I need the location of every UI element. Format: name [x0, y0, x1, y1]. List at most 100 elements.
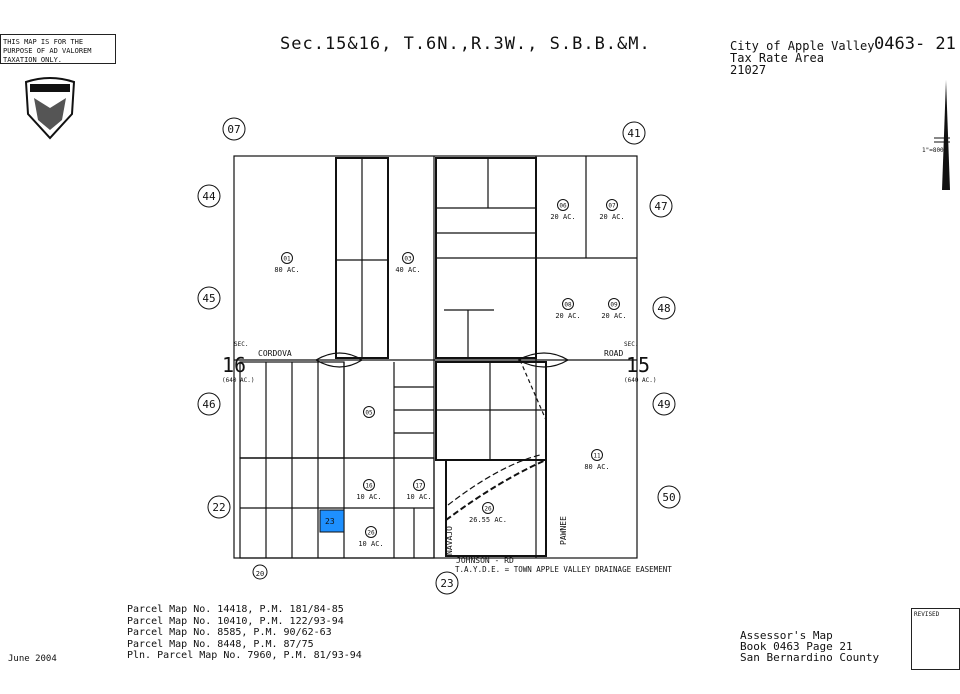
map-date: June 2004: [8, 654, 57, 664]
taxation-notice: THIS MAP IS FOR THE PURPOSE OF AD VALORE…: [0, 34, 116, 64]
parcel-label[interactable]: 26 10 AC.: [358, 526, 384, 549]
tax-rate-area: City of Apple Valley Tax Rate Area 21027: [730, 40, 875, 76]
cordova-road-label: CORDOVA: [258, 349, 292, 358]
parcel-acres: 10 AC.: [406, 493, 431, 501]
parcel-label[interactable]: 08 20 AC.: [555, 298, 581, 321]
adjacent-page-number: 07: [227, 123, 240, 136]
assessor-block: Assessor's Map Book 0463 Page 21 San Ber…: [740, 630, 879, 663]
parcel-acres: 20 AC.: [555, 312, 580, 320]
adjacent-page-marker[interactable]: 47: [649, 194, 673, 218]
parcel-map-references: Parcel Map No. 14418, P.M. 181/84-85 Par…: [127, 604, 362, 662]
adjacent-page-number: 44: [202, 190, 216, 203]
city-name: City of Apple Valley: [730, 39, 875, 53]
parcel-acres: 26.55 AC.: [469, 516, 507, 524]
highlighted-parcel[interactable]: [319, 509, 345, 533]
parcel-label[interactable]: 17 10 AC.: [406, 479, 432, 502]
section-15-label: SEC.: [624, 341, 638, 348]
parcel-number: 01: [283, 256, 291, 263]
johnson-road-label: JOHNSON - RD: [456, 556, 514, 565]
adjacent-page-number: 22: [212, 501, 225, 514]
adjacent-page-number: 23: [440, 577, 453, 590]
parcel-label[interactable]: 09 20 AC.: [601, 298, 627, 321]
map-title: Sec.15&16, T.6N.,R.3W., S.B.B.&M.: [280, 34, 651, 54]
parcel-acres: 20 AC.: [550, 213, 575, 221]
assessor-county: San Bernardino County: [740, 651, 880, 664]
adjacent-page-marker[interactable]: 22: [207, 495, 231, 519]
parcel-map-ref: Pln. Parcel Map No. 7960, P.M. 81/93-94: [127, 650, 362, 661]
adjacent-page-number: 46: [202, 398, 215, 411]
parcel-label[interactable]: 16 10 AC.: [356, 479, 382, 502]
revised-box: REVISED: [911, 608, 960, 670]
adjacent-page-marker[interactable]: 44: [197, 184, 221, 208]
parcel-number: 06: [559, 203, 567, 210]
adjacent-page-marker[interactable]: 45: [197, 286, 221, 310]
parcel-number: 17: [415, 483, 423, 490]
revised-label: REVISED: [914, 611, 940, 618]
adjacent-page-marker[interactable]: 49: [652, 392, 676, 416]
assessor-book-page: Book 0463 Page 21: [740, 640, 853, 653]
parcel-acres: 80 AC.: [274, 266, 299, 274]
parcel-labels: 01 80 AC. 03 40 AC. 05 06 20 AC. 07 20 AC. 08 20 A…: [274, 199, 627, 549]
parcel-map-ref: Parcel Map No. 8585, P.M. 90/62-63: [127, 627, 332, 638]
adjacent-page-marker[interactable]: 46: [197, 392, 221, 416]
assessor-title: Assessor's Map: [740, 629, 833, 642]
navajo-road-label: NAVAJO: [445, 526, 454, 555]
section-16-number: 16: [222, 353, 246, 377]
adjacent-page-number: 49: [657, 398, 670, 411]
parcel-number: 07: [608, 203, 616, 210]
pawnee-road-label: PAWNEE: [559, 516, 568, 545]
adjacent-page-number: 48: [657, 302, 670, 315]
page-number: 0463- 21: [874, 34, 956, 54]
section-16-label: SEC.: [234, 341, 248, 348]
easement-note: T.A.Y.D.E. = TOWN APPLE VALLEY DRAINAGE …: [455, 565, 672, 574]
parcel-number: 11: [593, 453, 601, 460]
parcel-number: 26: [484, 506, 492, 513]
adjacent-page-number: 50: [662, 491, 675, 504]
parcel-number: 03: [404, 256, 412, 263]
parcel-number: 16: [365, 483, 373, 490]
north-arrow-icon: 1"=800': [922, 80, 950, 190]
scale-label: 1"=800': [922, 147, 947, 154]
parcel-acres: 80 AC.: [584, 463, 609, 471]
section-boundaries: [233, 155, 638, 559]
adjacent-page-marker[interactable]: 50: [657, 485, 681, 509]
parcel-number: 08: [564, 302, 572, 309]
road-label: ROAD: [604, 349, 623, 358]
parcel-label[interactable]: 01 80 AC.: [274, 252, 300, 275]
adjacent-page-number: 45: [202, 292, 215, 305]
parcel-label[interactable]: 26 26.55 AC.: [469, 502, 507, 525]
adjacent-page-number: 41: [627, 127, 640, 140]
county-seal-icon: [24, 77, 76, 140]
tax-rate-label: Tax Rate Area: [730, 51, 824, 65]
parcel-number: 26: [367, 530, 375, 537]
adjacent-page-number: 20: [256, 570, 264, 578]
section-16-acres: (640 AC.): [222, 377, 255, 384]
parcel-label[interactable]: 06 20 AC.: [550, 199, 576, 222]
adjacent-page-marker[interactable]: 48: [652, 296, 676, 320]
parcel-acres: 10 AC.: [356, 493, 381, 501]
adjacent-page-marker[interactable]: 41: [622, 121, 646, 145]
parcel-label[interactable]: 03 40 AC.: [395, 252, 421, 275]
parcel-label[interactable]: 07 20 AC.: [599, 199, 625, 222]
adjacent-page-marker[interactable]: 20: [252, 564, 268, 580]
highlighted-parcel-label: 23: [325, 517, 335, 526]
parcel-map-ref: Parcel Map No. 10410, P.M. 122/93-94: [127, 615, 344, 627]
parcel-acres: 10 AC.: [358, 540, 383, 548]
parcel-label[interactable]: 11 80 AC.: [584, 449, 610, 472]
parcel-map-ref: Parcel Map No. 14418, P.M. 181/84-85: [127, 604, 344, 615]
parcel-acres: 40 AC.: [395, 266, 420, 274]
parcel-number: 09: [610, 302, 618, 309]
tax-rate-number: 21027: [730, 63, 767, 77]
parcel-acres: 20 AC.: [599, 213, 624, 221]
parcel-label[interactable]: 05: [363, 406, 375, 418]
adjacent-page-marker[interactable]: 23: [435, 571, 459, 595]
section-15-number: 15: [626, 353, 650, 377]
adjacent-page-marker[interactable]: 07: [222, 117, 246, 141]
parcel-number: 05: [365, 410, 373, 417]
parcel-map-ref: Parcel Map No. 8448, P.M. 87/75: [127, 638, 314, 650]
parcel-acres: 20 AC.: [601, 312, 626, 320]
adjacent-page-number: 47: [654, 200, 667, 213]
section-15-acres: (640 AC.): [624, 377, 657, 384]
adjacent-page-markers: 07 41 44 47 45 48 46 49 22 50 23 20: [197, 117, 681, 595]
